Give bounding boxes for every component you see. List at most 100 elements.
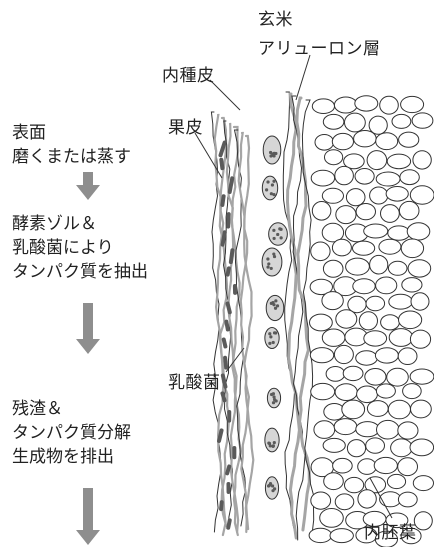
arrow-head bbox=[76, 530, 100, 545]
starch-cell bbox=[315, 135, 334, 151]
down-arrow bbox=[76, 172, 100, 200]
aleurone-cell-wall bbox=[263, 136, 281, 164]
label-inner-seed-coat: 内種皮 bbox=[162, 64, 215, 88]
aleurone-cell bbox=[269, 223, 288, 245]
aleurone-granule bbox=[272, 395, 275, 398]
starch-cell bbox=[311, 242, 330, 261]
aleurone-cell-wall bbox=[265, 477, 278, 499]
label-endosperm: 内胚葉 bbox=[364, 521, 417, 545]
starch-cell bbox=[369, 116, 387, 134]
starch-cell bbox=[334, 419, 357, 435]
aleurone-layer-line bbox=[288, 94, 300, 538]
aleurone-granule bbox=[270, 393, 273, 396]
aleurone-granule bbox=[273, 331, 276, 334]
starch-cell bbox=[346, 189, 365, 206]
lactic-acid-bacterium bbox=[225, 301, 232, 315]
starch-cell bbox=[335, 166, 354, 184]
starch-cell bbox=[399, 201, 419, 219]
starch-cell bbox=[353, 241, 375, 255]
starch-cell bbox=[333, 458, 353, 473]
starch-cell bbox=[376, 133, 398, 150]
aleurone-granule bbox=[268, 484, 271, 487]
aleurone-granule bbox=[273, 237, 276, 240]
starch-cell bbox=[398, 422, 418, 439]
starch-cell bbox=[410, 330, 430, 348]
starch-cell bbox=[310, 348, 333, 363]
starch-cell bbox=[366, 296, 385, 310]
starch-cell bbox=[370, 255, 388, 274]
starch-cell bbox=[330, 529, 353, 543]
starch-cell bbox=[358, 490, 376, 508]
aleurone-granule bbox=[268, 332, 271, 335]
starch-cell bbox=[402, 278, 422, 292]
starch-cell bbox=[410, 439, 434, 456]
step-1-line-2: 磨くまたは蒸す bbox=[12, 145, 131, 169]
starch-cell bbox=[410, 186, 434, 204]
starch-cell bbox=[388, 261, 407, 275]
starch-cell bbox=[311, 492, 331, 509]
step-2-line-2: 乳酸菌により bbox=[12, 236, 148, 260]
aleurone-cell-wall bbox=[265, 428, 279, 452]
step-3-line-3: 生成物を排出 bbox=[12, 445, 131, 469]
aleurone-granule bbox=[274, 299, 277, 302]
aleurone-granule bbox=[266, 257, 269, 260]
lactic-acid-bacterium bbox=[221, 337, 227, 349]
aleurone-granule bbox=[272, 180, 275, 183]
starch-cell bbox=[399, 311, 422, 329]
arrow-shaft bbox=[83, 303, 93, 340]
aleurone-cell-wall bbox=[262, 176, 277, 200]
starch-cell bbox=[326, 367, 345, 382]
starch-cell bbox=[355, 96, 378, 111]
aleurone-granule bbox=[276, 304, 279, 307]
starch-cell bbox=[403, 384, 422, 399]
starch-cell bbox=[389, 329, 413, 347]
lactic-acid-bacterium bbox=[232, 446, 236, 459]
starch-cell bbox=[322, 188, 343, 203]
endosperm-cells bbox=[309, 96, 434, 547]
aleurone-cell-wall bbox=[265, 328, 279, 349]
starch-cell bbox=[379, 239, 401, 254]
aleurone-granule bbox=[266, 180, 269, 183]
starch-cell bbox=[325, 150, 343, 165]
starch-cell bbox=[377, 420, 400, 439]
step-1-line-1: 表面 bbox=[12, 121, 131, 145]
lactic-acid-bacterium bbox=[233, 284, 237, 295]
starch-cell bbox=[356, 351, 378, 365]
starch-cell bbox=[367, 151, 387, 170]
starch-cell bbox=[320, 509, 344, 528]
starch-cell bbox=[347, 440, 365, 457]
starch-cell bbox=[410, 369, 434, 384]
starch-cell bbox=[370, 187, 388, 204]
starch-cell bbox=[332, 239, 351, 256]
starch-cell bbox=[342, 400, 365, 419]
starch-cell bbox=[335, 494, 354, 510]
starch-cell bbox=[358, 459, 377, 475]
starch-cell bbox=[322, 329, 345, 346]
starch-cell bbox=[386, 187, 408, 202]
aleurone-cell bbox=[265, 477, 278, 499]
aleurone-cell bbox=[262, 248, 282, 276]
aleurone-cell bbox=[266, 295, 284, 320]
aleurone-granule bbox=[269, 335, 272, 338]
starch-cell bbox=[399, 132, 419, 147]
starch-cell bbox=[312, 202, 331, 221]
starch-cell bbox=[391, 439, 413, 457]
starch-cell bbox=[312, 99, 334, 114]
starch-cell bbox=[376, 384, 395, 398]
aleurone-granule bbox=[272, 341, 275, 344]
starch-cell bbox=[311, 170, 334, 186]
step-discharge-residue: 残渣＆ タンパク質分解 生成物を排出 bbox=[12, 397, 131, 469]
aleurone-granule bbox=[265, 188, 268, 191]
starch-cell bbox=[411, 400, 432, 418]
starch-cell bbox=[354, 131, 377, 147]
aleurone-granule bbox=[270, 192, 273, 195]
starch-cell bbox=[407, 223, 430, 240]
starch-cell bbox=[412, 113, 433, 128]
starch-cell bbox=[356, 422, 379, 437]
starch-cell bbox=[309, 528, 332, 542]
aleurone-granule bbox=[268, 342, 271, 345]
starch-cell bbox=[364, 224, 388, 238]
starch-cell bbox=[375, 348, 398, 363]
step-surface: 表面 磨くまたは蒸す bbox=[12, 121, 131, 169]
